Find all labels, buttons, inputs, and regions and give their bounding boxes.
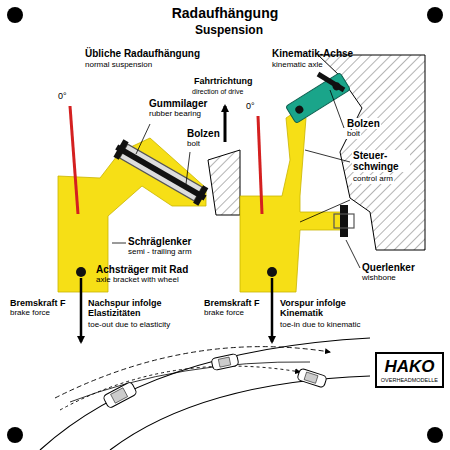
part-label: Fahrtrichtung (194, 76, 253, 86)
part-label: Gummilager (148, 98, 208, 109)
part-label: Bremskraft F (204, 298, 260, 308)
part-label-english: toe-out due to elasticity (88, 321, 170, 330)
part-label: Schräglenker (128, 236, 191, 247)
title: Radaufhängung (0, 6, 450, 22)
part-label: Bremskraft F (10, 298, 66, 308)
part-label-english: normal suspension (85, 61, 152, 70)
part-label: Bolzen (186, 128, 221, 139)
part-label-english: brake force (10, 309, 50, 318)
part-label: Übliche Radaufhängung (85, 48, 200, 59)
part-label: Steuer- schwinge (352, 150, 410, 172)
part-label-english: bolt (186, 140, 201, 149)
part-label-english: 0° (58, 91, 67, 101)
part-label-english: toe-in due to kinematic (280, 321, 361, 330)
part-label-english: wishbone (362, 274, 396, 283)
part-label-english: 0° (246, 101, 255, 111)
part-label-english: bolt (346, 130, 361, 139)
part-label: Vorspur infolge Kinematik (280, 298, 372, 318)
part-label: Nachspur infolge Elastizitäten (88, 298, 184, 318)
part-label-english: rubber bearing (148, 110, 202, 119)
logo-text: HAKO (381, 357, 438, 377)
part-label-english: brake force (204, 309, 244, 318)
logo-box: HAKOOVERHEADMODELLE (375, 352, 444, 388)
part-label-english: direction of drive (192, 88, 243, 96)
part-label: Achsträger mit Rad (96, 264, 188, 275)
logo-subtext: OVERHEADMODELLE (381, 377, 438, 383)
part-label: Suspension (4, 24, 450, 37)
part-label-english: axle bracket with wheel (96, 276, 179, 285)
part-label-english: control arm (352, 175, 394, 184)
part-label: Bolzen (346, 118, 381, 129)
part-label-english: kinematic axle (272, 61, 323, 70)
part-label-english: semi - trailing arm (128, 248, 192, 257)
part-label: Kinematik-Achse (272, 48, 353, 59)
part-label: Querlenker (362, 262, 415, 273)
